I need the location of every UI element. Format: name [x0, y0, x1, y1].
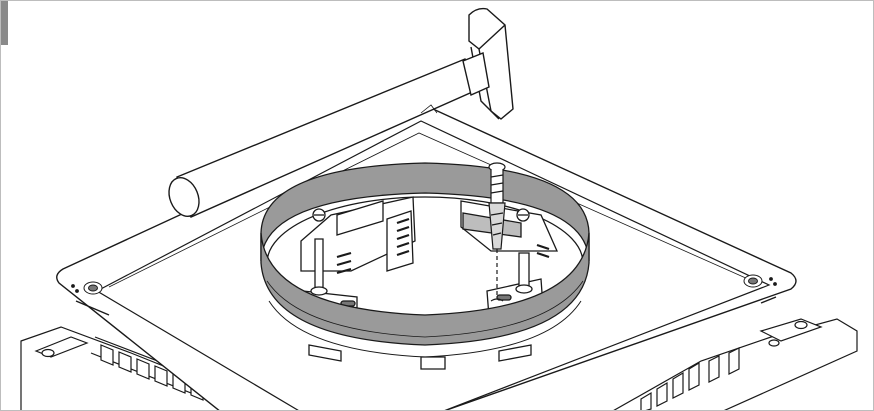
ring-lower-tabs: [308, 344, 532, 370]
screw-anchor: [488, 162, 506, 302]
frame-lug-right: [743, 274, 777, 288]
leveling-ring: [260, 162, 590, 370]
box-slots-right: [640, 347, 740, 410]
page-corner-tab: [1, 1, 8, 45]
frame-lug-left: [71, 281, 103, 295]
guide-lines: [420, 104, 438, 114]
bracket-vents: [336, 217, 550, 275]
hammer: [168, 7, 514, 218]
ring-screws: [312, 208, 530, 222]
